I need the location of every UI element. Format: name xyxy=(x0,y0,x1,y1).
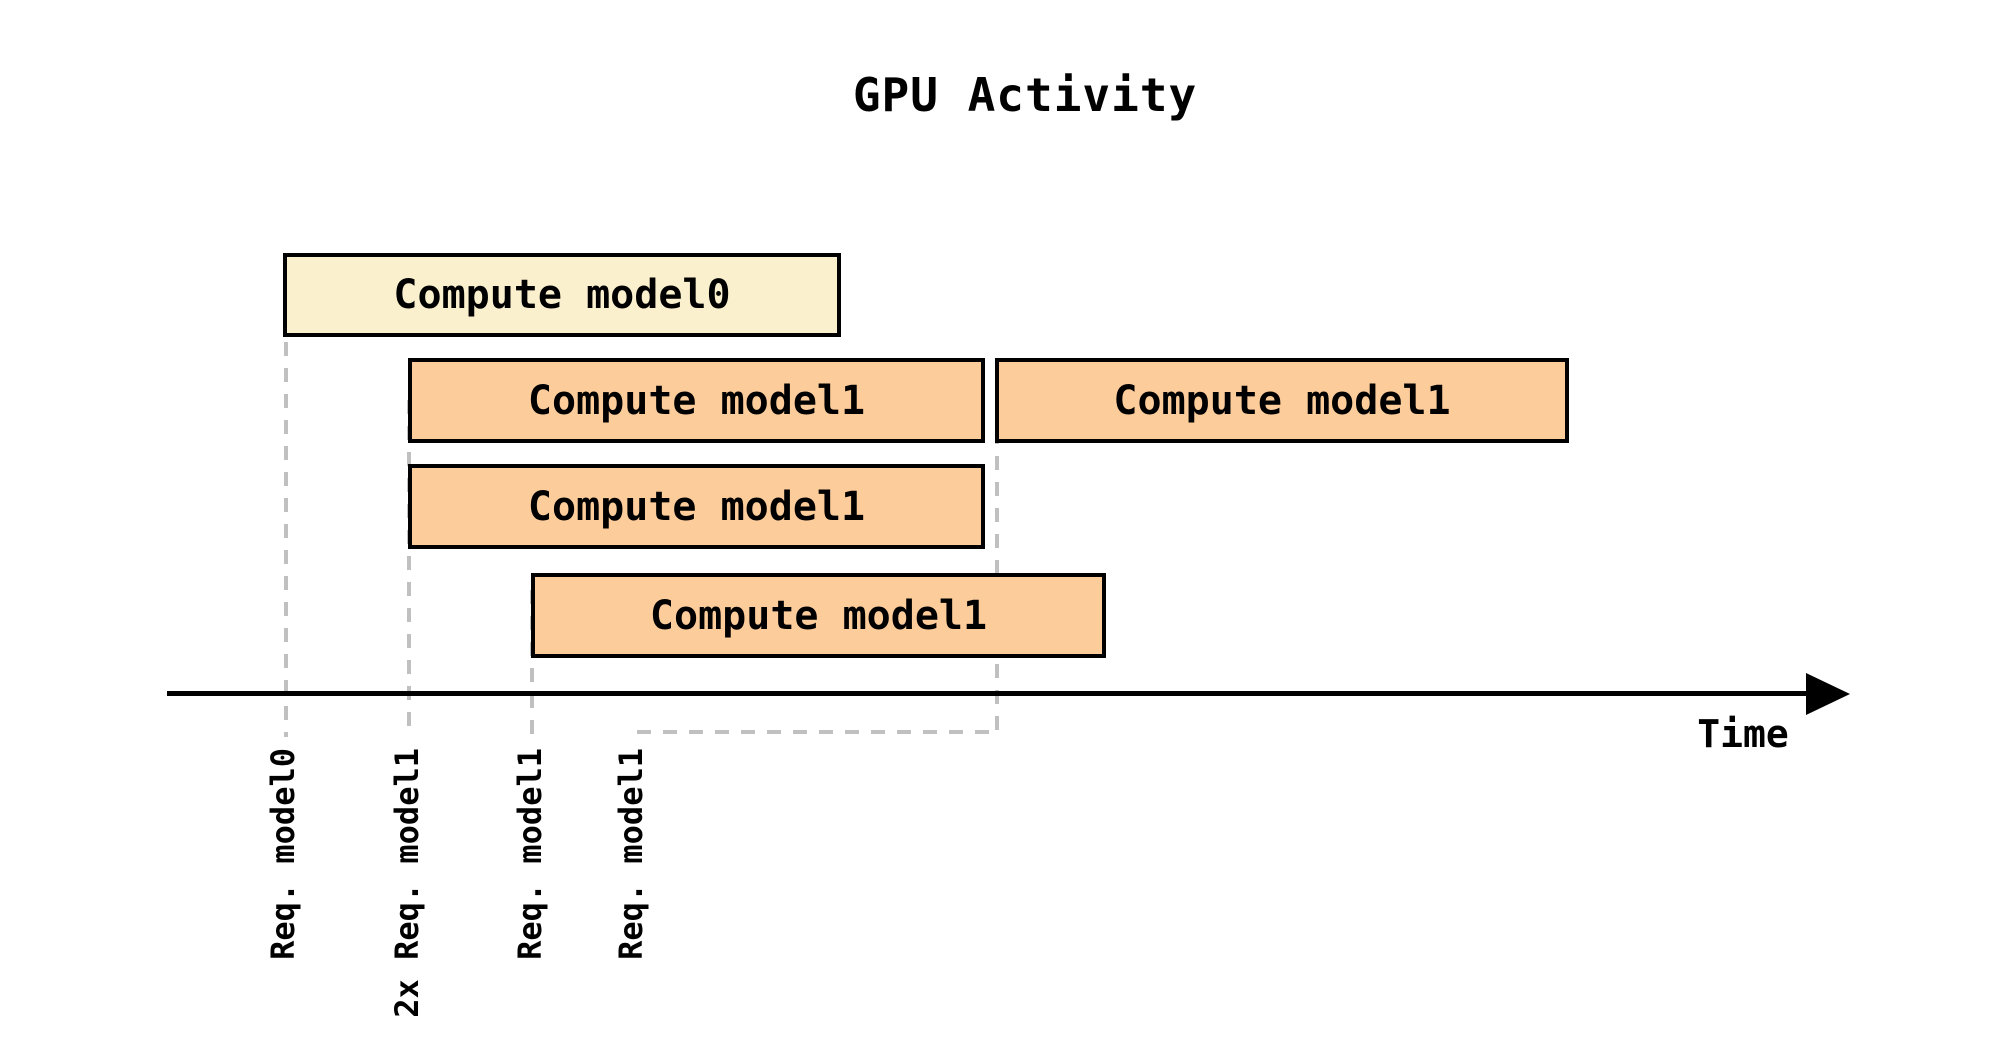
compute-box-model0: Compute model0 xyxy=(283,253,841,337)
compute-box-model1-row4: Compute model1 xyxy=(531,573,1106,658)
diagram-title: GPU Activity xyxy=(852,68,1198,122)
compute-box-label: Compute model1 xyxy=(649,592,988,639)
compute-box-model1-row2-right: Compute model1 xyxy=(995,358,1569,443)
request-label-model1-a: Req. model1 xyxy=(511,748,549,960)
time-axis-line xyxy=(167,691,1815,696)
request-label-model0: Req. model0 xyxy=(264,748,302,960)
request-label-2x-model1: 2x Req. model1 xyxy=(388,748,426,1018)
request-marker-line-model0 xyxy=(284,290,288,737)
request-marker-line-model1 xyxy=(530,590,534,737)
compute-box-label: Compute model1 xyxy=(527,483,866,530)
compute-box-label: Compute model0 xyxy=(393,272,731,318)
compute-box-model1-row3: Compute model1 xyxy=(408,464,985,549)
time-axis-arrowhead-icon xyxy=(1806,673,1850,715)
request-label-model1-b: Req. model1 xyxy=(612,748,650,960)
queue-connector-horizontal-line xyxy=(637,730,998,734)
compute-box-label: Compute model1 xyxy=(527,377,866,424)
request-marker-line-2x-model1 xyxy=(407,400,411,737)
compute-box-label: Compute model1 xyxy=(1113,377,1451,424)
compute-box-model1-row2-left: Compute model1 xyxy=(408,358,985,443)
time-axis-label: Time xyxy=(1697,712,1789,756)
